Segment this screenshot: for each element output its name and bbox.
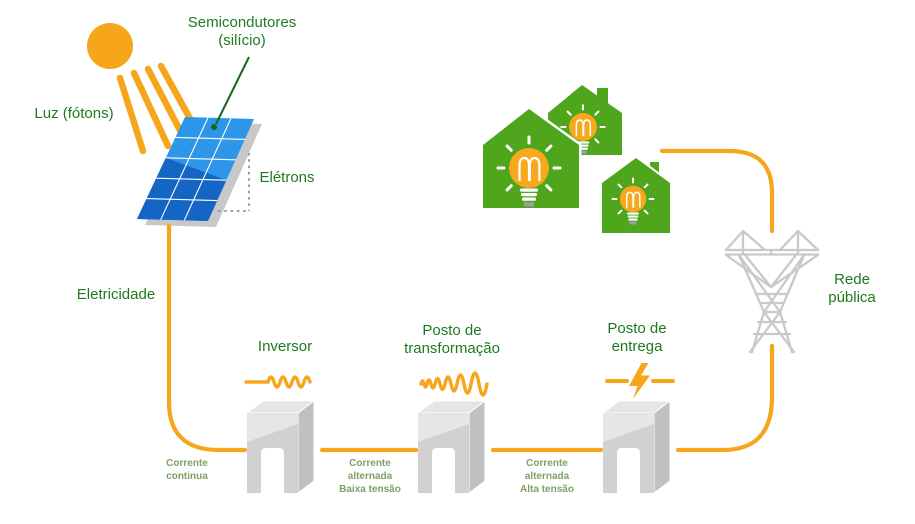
panel-grid-lines	[146, 117, 245, 221]
transformer-building-icon	[416, 400, 487, 494]
light-bulb-icon	[496, 135, 562, 207]
label-transformer-station: Posto de transformação	[404, 322, 500, 358]
semiconductor-pointer-line	[211, 56, 250, 130]
house-icon	[480, 106, 582, 211]
label-dc-current: Corrente continua	[166, 458, 208, 483]
sine-wave-icon	[244, 375, 312, 389]
growing-wave-icon	[419, 371, 489, 397]
power-line-tower-to-houses	[659, 148, 775, 234]
label-delivery-station: Posto de entrega	[607, 320, 667, 356]
pointer-dot	[211, 124, 217, 130]
label-ac-high-voltage: Corrente alternada Alta tensão	[520, 458, 574, 496]
light-bulb-icon	[611, 177, 655, 225]
label-light-photons: Luz (fótons)	[34, 105, 114, 122]
houses-group	[480, 85, 672, 235]
label-ac-low-voltage: Corrente alternada Baixa tensão	[339, 458, 401, 496]
label-public-grid: Rede pública	[828, 271, 876, 307]
label-electricity: Eletricidade	[76, 286, 156, 303]
power-line	[166, 148, 775, 453]
label-inverter: Inversor	[257, 338, 313, 355]
inverter-building-icon	[245, 400, 316, 494]
lightning-bolt-icon	[605, 363, 675, 399]
transmission-tower-icon	[724, 229, 820, 354]
electron-dotted-path	[218, 153, 250, 212]
sun-rays-icon	[116, 62, 197, 155]
solar-panel-icon	[137, 117, 262, 227]
sun-icon	[87, 23, 133, 69]
label-semiconductors: Semicondutores (silício)	[187, 14, 297, 50]
power-line-delivery-to-tower	[675, 343, 775, 453]
house-icon	[600, 156, 672, 235]
power-line-panel-to-inverter	[166, 223, 248, 453]
label-electrons: Elétrons	[259, 169, 315, 186]
delivery-building-icon	[601, 400, 672, 494]
